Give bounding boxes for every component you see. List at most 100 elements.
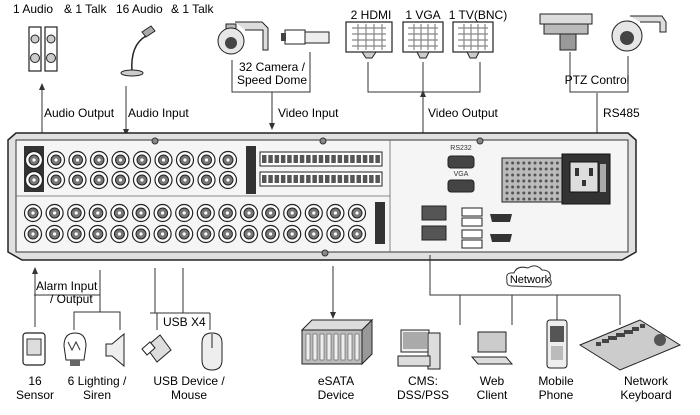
cms-label-2: DSS/PSS bbox=[397, 388, 449, 402]
microphone-icon bbox=[120, 25, 156, 77]
keyboard-label-2: Keyboard bbox=[620, 388, 671, 402]
mobile-label-1: Mobile bbox=[538, 374, 574, 388]
ptz-camera-icon bbox=[539, 13, 593, 51]
bnc-connector-array bbox=[23, 150, 367, 244]
esata-label-2: Device bbox=[318, 388, 355, 402]
bnc-connector bbox=[88, 203, 107, 223]
network-keyboard-icon bbox=[578, 319, 682, 371]
network-cloud-icon bbox=[506, 265, 552, 288]
rs485-label: RS485 bbox=[603, 106, 640, 120]
bnc-connector bbox=[68, 150, 87, 170]
bnc-connector bbox=[46, 150, 66, 170]
audio-out-count: 1 Audio bbox=[13, 2, 53, 16]
web-client-label-2: Client bbox=[477, 388, 508, 402]
bnc-connector bbox=[218, 150, 238, 170]
ptz-lines bbox=[569, 52, 629, 133]
usb-ports bbox=[461, 207, 483, 249]
bnc-connector bbox=[197, 150, 216, 170]
bnc-connector bbox=[218, 203, 237, 223]
rs232-port: RS232 bbox=[447, 145, 475, 169]
network-label: Network bbox=[510, 274, 551, 286]
bnc-connector bbox=[196, 224, 215, 244]
bnc-connector bbox=[218, 224, 237, 244]
ptz-control-label: PTZ Control bbox=[565, 73, 630, 87]
bnc-connector bbox=[68, 170, 87, 190]
bnc-connector bbox=[23, 203, 43, 223]
bnc-connector bbox=[110, 224, 129, 244]
usb-lines bbox=[150, 268, 211, 330]
bnc-connector bbox=[23, 224, 43, 244]
alarm-label-1: Alarm Input bbox=[36, 279, 98, 293]
bnc-connector bbox=[283, 203, 302, 223]
bnc-connector bbox=[67, 203, 86, 223]
bnc-connector bbox=[132, 150, 152, 170]
esata-label-1: eSATA bbox=[318, 374, 354, 388]
bnc-connector bbox=[175, 170, 195, 190]
network-lines bbox=[429, 255, 621, 325]
bnc-connector bbox=[88, 224, 107, 244]
bnc-connector bbox=[175, 203, 194, 223]
keyboard-label-1: Network bbox=[624, 374, 669, 388]
network-ports bbox=[421, 205, 447, 241]
lighting-label-1: 6 Lighting / bbox=[68, 374, 127, 388]
terminal-block bbox=[259, 151, 383, 187]
rs232-label: RS232 bbox=[450, 145, 472, 152]
bnc-connector bbox=[347, 224, 367, 244]
bnc-connector bbox=[131, 203, 151, 223]
bnc-connector bbox=[261, 203, 280, 223]
usb-x4-label: USB X4 bbox=[163, 315, 206, 329]
mobile-phone-icon bbox=[546, 319, 568, 369]
mobile-label-2: Phone bbox=[539, 388, 574, 402]
bnc-connector bbox=[304, 203, 323, 223]
lighting-label-2: Siren bbox=[83, 388, 111, 402]
bnc-connector bbox=[153, 224, 172, 244]
usb-device-label-1: USB Device / bbox=[153, 374, 225, 388]
bnc-connector bbox=[131, 224, 151, 244]
usb-device-label-2: Mouse bbox=[171, 388, 207, 402]
audio-talk-label-2: & 1 Talk bbox=[171, 2, 214, 16]
bnc-connector bbox=[111, 150, 130, 170]
bnc-connector bbox=[154, 170, 173, 190]
cms-pc-icon bbox=[397, 329, 441, 370]
vga-out-label: 1 VGA bbox=[405, 8, 440, 22]
laptop-icon bbox=[470, 331, 514, 365]
camera-count: 32 Camera / bbox=[239, 60, 306, 74]
video-output-lines bbox=[367, 62, 481, 133]
bnc-connector bbox=[304, 224, 323, 244]
sensor-count: 16 bbox=[28, 374, 42, 388]
bnc-connector bbox=[218, 170, 238, 190]
bnc-connector bbox=[24, 150, 44, 170]
bnc-connector bbox=[196, 203, 215, 223]
camera-type: Speed Dome bbox=[237, 73, 307, 87]
hdmi-ports bbox=[490, 214, 512, 242]
bnc-connector bbox=[67, 224, 86, 244]
bnc-connector bbox=[326, 203, 345, 223]
vga-port: VGA bbox=[447, 171, 475, 193]
bnc-connector bbox=[197, 170, 216, 190]
sensor-label: Sensor bbox=[16, 388, 54, 402]
speaker-icon bbox=[28, 26, 58, 72]
power-socket bbox=[561, 153, 611, 205]
bnc-connector bbox=[154, 150, 173, 170]
cms-label-1: CMS: bbox=[408, 374, 438, 388]
alarm-label-2: / Output bbox=[50, 292, 93, 306]
video-input-lines bbox=[231, 52, 311, 130]
video-output-label: Video Output bbox=[428, 106, 498, 120]
hdmi-monitor-icon bbox=[345, 21, 393, 59]
bnc-connector bbox=[153, 203, 172, 223]
siren-icon bbox=[105, 332, 125, 368]
bnc-connector bbox=[132, 170, 152, 190]
alarm-lines bbox=[32, 267, 121, 330]
bnc-connector bbox=[283, 224, 302, 244]
lighting-icon bbox=[63, 332, 87, 366]
tv-label: 1 TV(BNC) bbox=[449, 8, 507, 22]
audio-in-count: 16 Audio bbox=[116, 2, 163, 16]
bnc-connector bbox=[347, 203, 367, 223]
speed-dome-camera-icon bbox=[217, 21, 269, 55]
audio-talk-label-1: & 1 Talk bbox=[64, 2, 107, 16]
box-camera-icon bbox=[281, 29, 330, 45]
bnc-connector bbox=[24, 170, 44, 190]
bnc-connector bbox=[110, 203, 129, 223]
bnc-connector bbox=[261, 224, 280, 244]
